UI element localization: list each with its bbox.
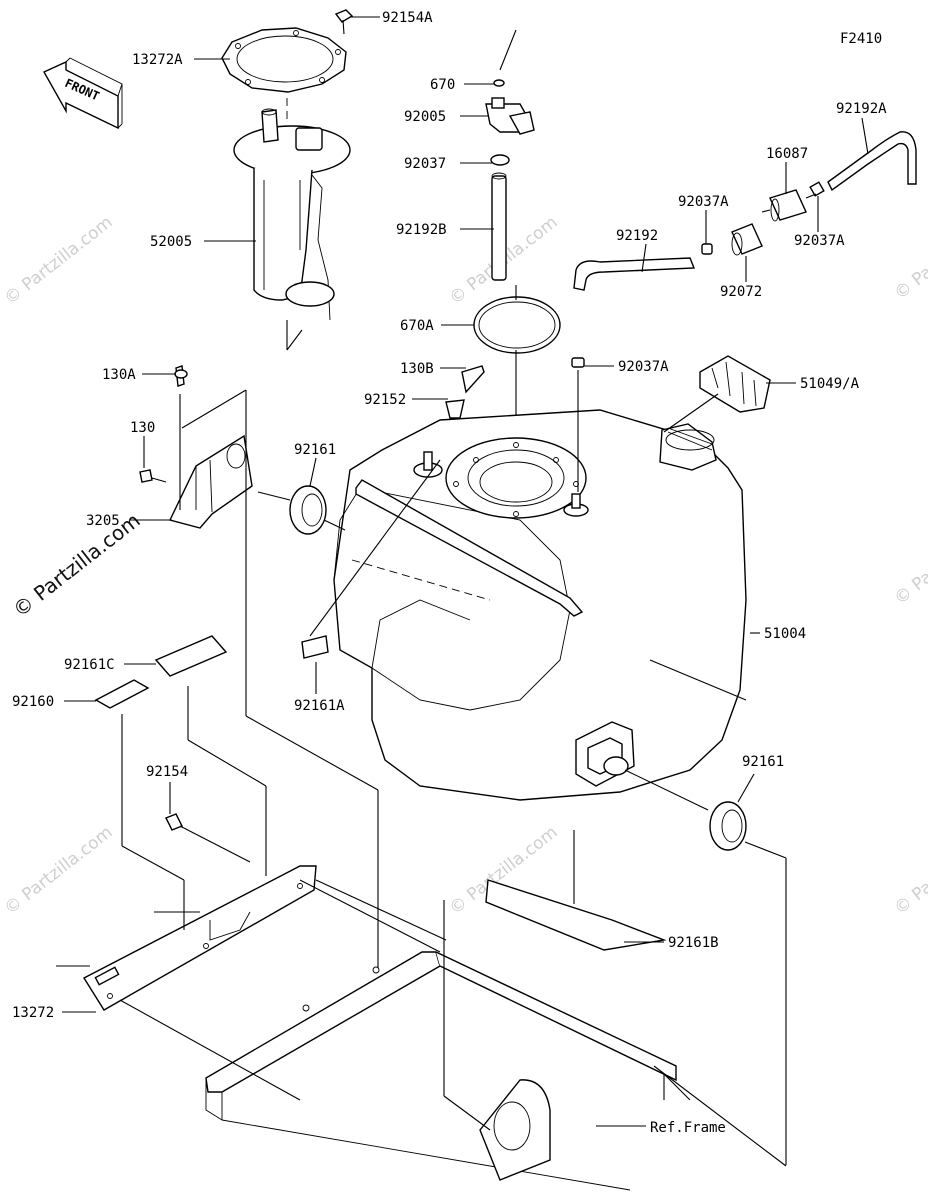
label-92161B: 92161B bbox=[668, 935, 719, 951]
label-13272A: 13272A bbox=[132, 52, 183, 68]
leader-lines bbox=[62, 16, 869, 1013]
figure-code: F2410 bbox=[840, 31, 882, 47]
label-92161C: 92161C bbox=[64, 657, 115, 673]
watermark: © Partzilla.com bbox=[1, 212, 117, 309]
grommets bbox=[289, 485, 787, 1165]
label-92152: 92152 bbox=[364, 392, 406, 408]
label-130: 130 bbox=[130, 420, 155, 436]
small-parts bbox=[94, 399, 667, 951]
label-130B: 130B bbox=[400, 361, 434, 377]
watermark: © Partzilla.com bbox=[1, 822, 117, 919]
fuel-pump-assembly bbox=[221, 9, 354, 351]
label-130A: 130A bbox=[102, 367, 136, 383]
label-3205: 3205 bbox=[86, 513, 120, 529]
label-51049: 51049/A bbox=[800, 376, 860, 392]
watermark-primary: © Partzilla.com bbox=[8, 508, 144, 622]
label-51004: 51004 bbox=[764, 626, 806, 642]
label-670A: 670A bbox=[400, 318, 434, 334]
watermark: © Partzilla.com bbox=[891, 207, 928, 304]
label-13272: 13272 bbox=[12, 1005, 54, 1021]
label-ref-frame: Ref.Frame bbox=[650, 1120, 726, 1136]
label-92154: 92154 bbox=[146, 764, 188, 780]
reference-lines bbox=[56, 370, 787, 1167]
fuel-tank bbox=[333, 409, 760, 801]
watermark: © Partzilla.com bbox=[891, 822, 928, 919]
label-92192B: 92192B bbox=[396, 222, 447, 238]
label-92037A-hose: 92037A bbox=[794, 233, 845, 249]
label-92005: 92005 bbox=[404, 109, 446, 125]
frame bbox=[205, 951, 691, 1191]
front-arrow-icon: FRONT bbox=[43, 57, 123, 130]
label-92161-lower: 92161 bbox=[742, 754, 784, 770]
label-92037: 92037 bbox=[404, 156, 446, 172]
lower-bracket bbox=[83, 865, 317, 1011]
label-92154A: 92154A bbox=[382, 10, 433, 26]
label-92192A: 92192A bbox=[836, 101, 887, 117]
vent-valve-assembly bbox=[473, 29, 561, 440]
label-92161-upper: 92161 bbox=[294, 442, 336, 458]
bracket bbox=[139, 365, 485, 529]
label-92037A-tank: 92037A bbox=[618, 359, 669, 375]
label-92037A-filter: 92037A bbox=[678, 194, 729, 210]
watermark: © Partzilla.com bbox=[891, 512, 928, 609]
label-92192: 92192 bbox=[616, 228, 658, 244]
label-92160: 92160 bbox=[12, 694, 54, 710]
label-670: 670 bbox=[430, 77, 455, 93]
part-labels: 92154A 13272A 52005 670 92005 92037 9219… bbox=[12, 10, 887, 1136]
label-92072: 92072 bbox=[720, 284, 762, 300]
label-16087: 16087 bbox=[766, 146, 808, 162]
fuel-cap bbox=[699, 355, 771, 413]
fuel-hoses bbox=[571, 131, 917, 368]
label-52005: 52005 bbox=[150, 234, 192, 250]
label-92161A: 92161A bbox=[294, 698, 345, 714]
